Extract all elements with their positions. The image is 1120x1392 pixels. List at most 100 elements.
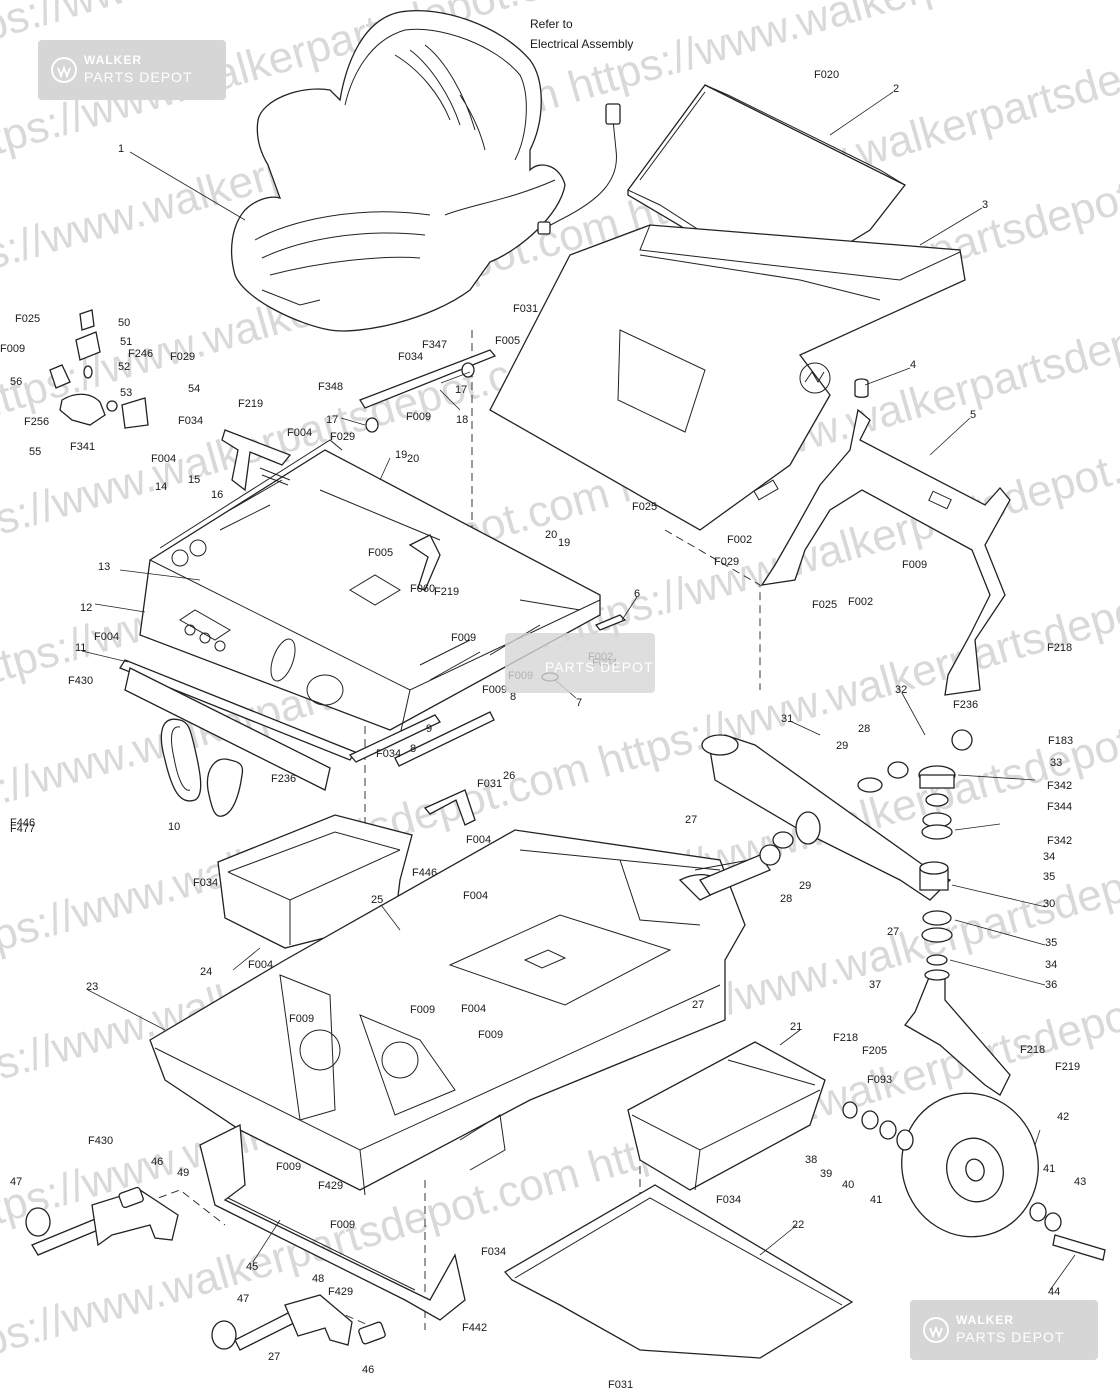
callout-label: 7 — [576, 697, 582, 709]
callout-label: 17 — [455, 384, 467, 396]
callout-label: F341 — [70, 441, 95, 453]
callout-label: F025 — [632, 501, 657, 513]
callout-label: 43 — [1074, 1176, 1086, 1188]
callout-label: 4 — [910, 359, 916, 371]
callout-label: 29 — [836, 740, 848, 752]
callout-label: F034 — [376, 748, 401, 760]
caster-wheel — [842, 1092, 1106, 1261]
callout-label: F034 — [481, 1246, 506, 1258]
callout-label: F218 — [1047, 642, 1072, 654]
callout-label: F477 — [10, 823, 35, 835]
callout-label: F009 — [406, 411, 431, 423]
callout-label: 17 — [326, 414, 338, 426]
brand-line-2: PARTS DEPOT — [84, 69, 193, 85]
electrical-connector — [537, 103, 621, 235]
callout-label: 18 — [456, 414, 468, 426]
callout-label: 27 — [887, 926, 899, 938]
leader-lines — [81, 91, 1076, 1291]
callout-label: F246 — [128, 348, 153, 360]
callout-label: 53 — [120, 387, 132, 399]
callout-label: F205 — [862, 1045, 887, 1057]
callout-label: F034 — [398, 351, 423, 363]
callout-label: F218 — [1020, 1044, 1045, 1056]
callout-label: 5 — [970, 409, 976, 421]
callout-label: 3 — [982, 199, 988, 211]
callout-label: F219 — [434, 586, 459, 598]
callout-label: F031 — [608, 1379, 633, 1391]
caster-arm — [699, 734, 952, 901]
callout-label: F025 — [15, 313, 40, 325]
callout-label: 38 — [805, 1154, 817, 1166]
callout-label: 50 — [118, 317, 130, 329]
callout-label: F004 — [287, 427, 312, 439]
callout-label: 55 — [29, 446, 41, 458]
callout-label: 40 — [842, 1179, 854, 1191]
callout-label: 12 — [80, 602, 92, 614]
callout-label: F002 — [848, 596, 873, 608]
watermark-badge-top: WALKER PARTS DEPOT — [38, 40, 226, 100]
callout-label: 36 — [1045, 979, 1057, 991]
right-storage-tray — [627, 1041, 826, 1191]
electrical-reference-note: Refer to Electrical Assembly — [530, 17, 633, 51]
callout-label: F004 — [151, 453, 176, 465]
callout-label: F347 — [422, 339, 447, 351]
callout-label: 47 — [10, 1176, 22, 1188]
callout-label: 25 — [371, 894, 383, 906]
callout-label: 39 — [820, 1168, 832, 1180]
callout-label: F236 — [271, 773, 296, 785]
callout-label: 6 — [634, 588, 640, 600]
callout-label: F004 — [466, 834, 491, 846]
brand-logo-icon — [51, 57, 77, 83]
callout-label: F218 — [833, 1032, 858, 1044]
callout-label: F029 — [330, 431, 355, 443]
callout-label: 16 — [211, 489, 223, 501]
callout-label: F429 — [328, 1286, 353, 1298]
callout-label: 13 — [98, 561, 110, 573]
callout-label: 34 — [1045, 959, 1057, 971]
rear-axle-assembly — [25, 1123, 466, 1351]
callout-label: 37 — [869, 979, 881, 991]
callout-label: F025 — [812, 599, 837, 611]
callout-label: 27 — [268, 1351, 280, 1363]
callout-label: 35 — [1043, 871, 1055, 883]
callout-label: 1 — [118, 143, 124, 155]
callout-label: 34 — [1043, 851, 1055, 863]
brand-line-2-bottom: PARTS DEPOT — [956, 1329, 1065, 1345]
callout-label: 56 — [10, 376, 22, 388]
callout-label: F029 — [170, 351, 195, 363]
brand-line-1: WALKER — [84, 53, 142, 67]
callout-label: F446 — [412, 867, 437, 879]
note-line-2: Electrical Assembly — [530, 37, 633, 51]
callout-label: F004 — [461, 1003, 486, 1015]
floor-plate — [503, 1184, 854, 1359]
callout-label: 28 — [858, 723, 870, 735]
callout-label: F183 — [1048, 735, 1073, 747]
note-line-1: Refer to — [530, 17, 573, 31]
seat — [230, 9, 566, 332]
callout-label: F031 — [477, 778, 502, 790]
callout-label: 52 — [118, 361, 130, 373]
callout-label: 54 — [188, 383, 200, 395]
frame-support — [760, 378, 1011, 696]
callout-label: 14 — [155, 481, 167, 493]
caster-stack — [759, 729, 973, 966]
body-hood — [489, 224, 966, 531]
callout-label: F004 — [463, 890, 488, 902]
callout-label: F031 — [513, 303, 538, 315]
callout-label: 51 — [120, 336, 132, 348]
callout-label: 42 — [1057, 1111, 1069, 1123]
callout-label: F029 — [714, 556, 739, 568]
callout-label: 47 — [237, 1293, 249, 1305]
callout-label: 8 — [510, 691, 516, 703]
callout-label: F009 — [289, 1013, 314, 1025]
callout-label: F034 — [178, 415, 203, 427]
callout-label: 10 — [168, 821, 180, 833]
callout-label: F009 — [410, 1004, 435, 1016]
callout-label: 33 — [1050, 757, 1062, 769]
callout-label: 28 — [780, 893, 792, 905]
callout-label: F009 — [482, 684, 507, 696]
dash-console — [119, 439, 601, 791]
callout-label: F060 — [410, 583, 435, 595]
callout-label: F344 — [1047, 801, 1072, 813]
